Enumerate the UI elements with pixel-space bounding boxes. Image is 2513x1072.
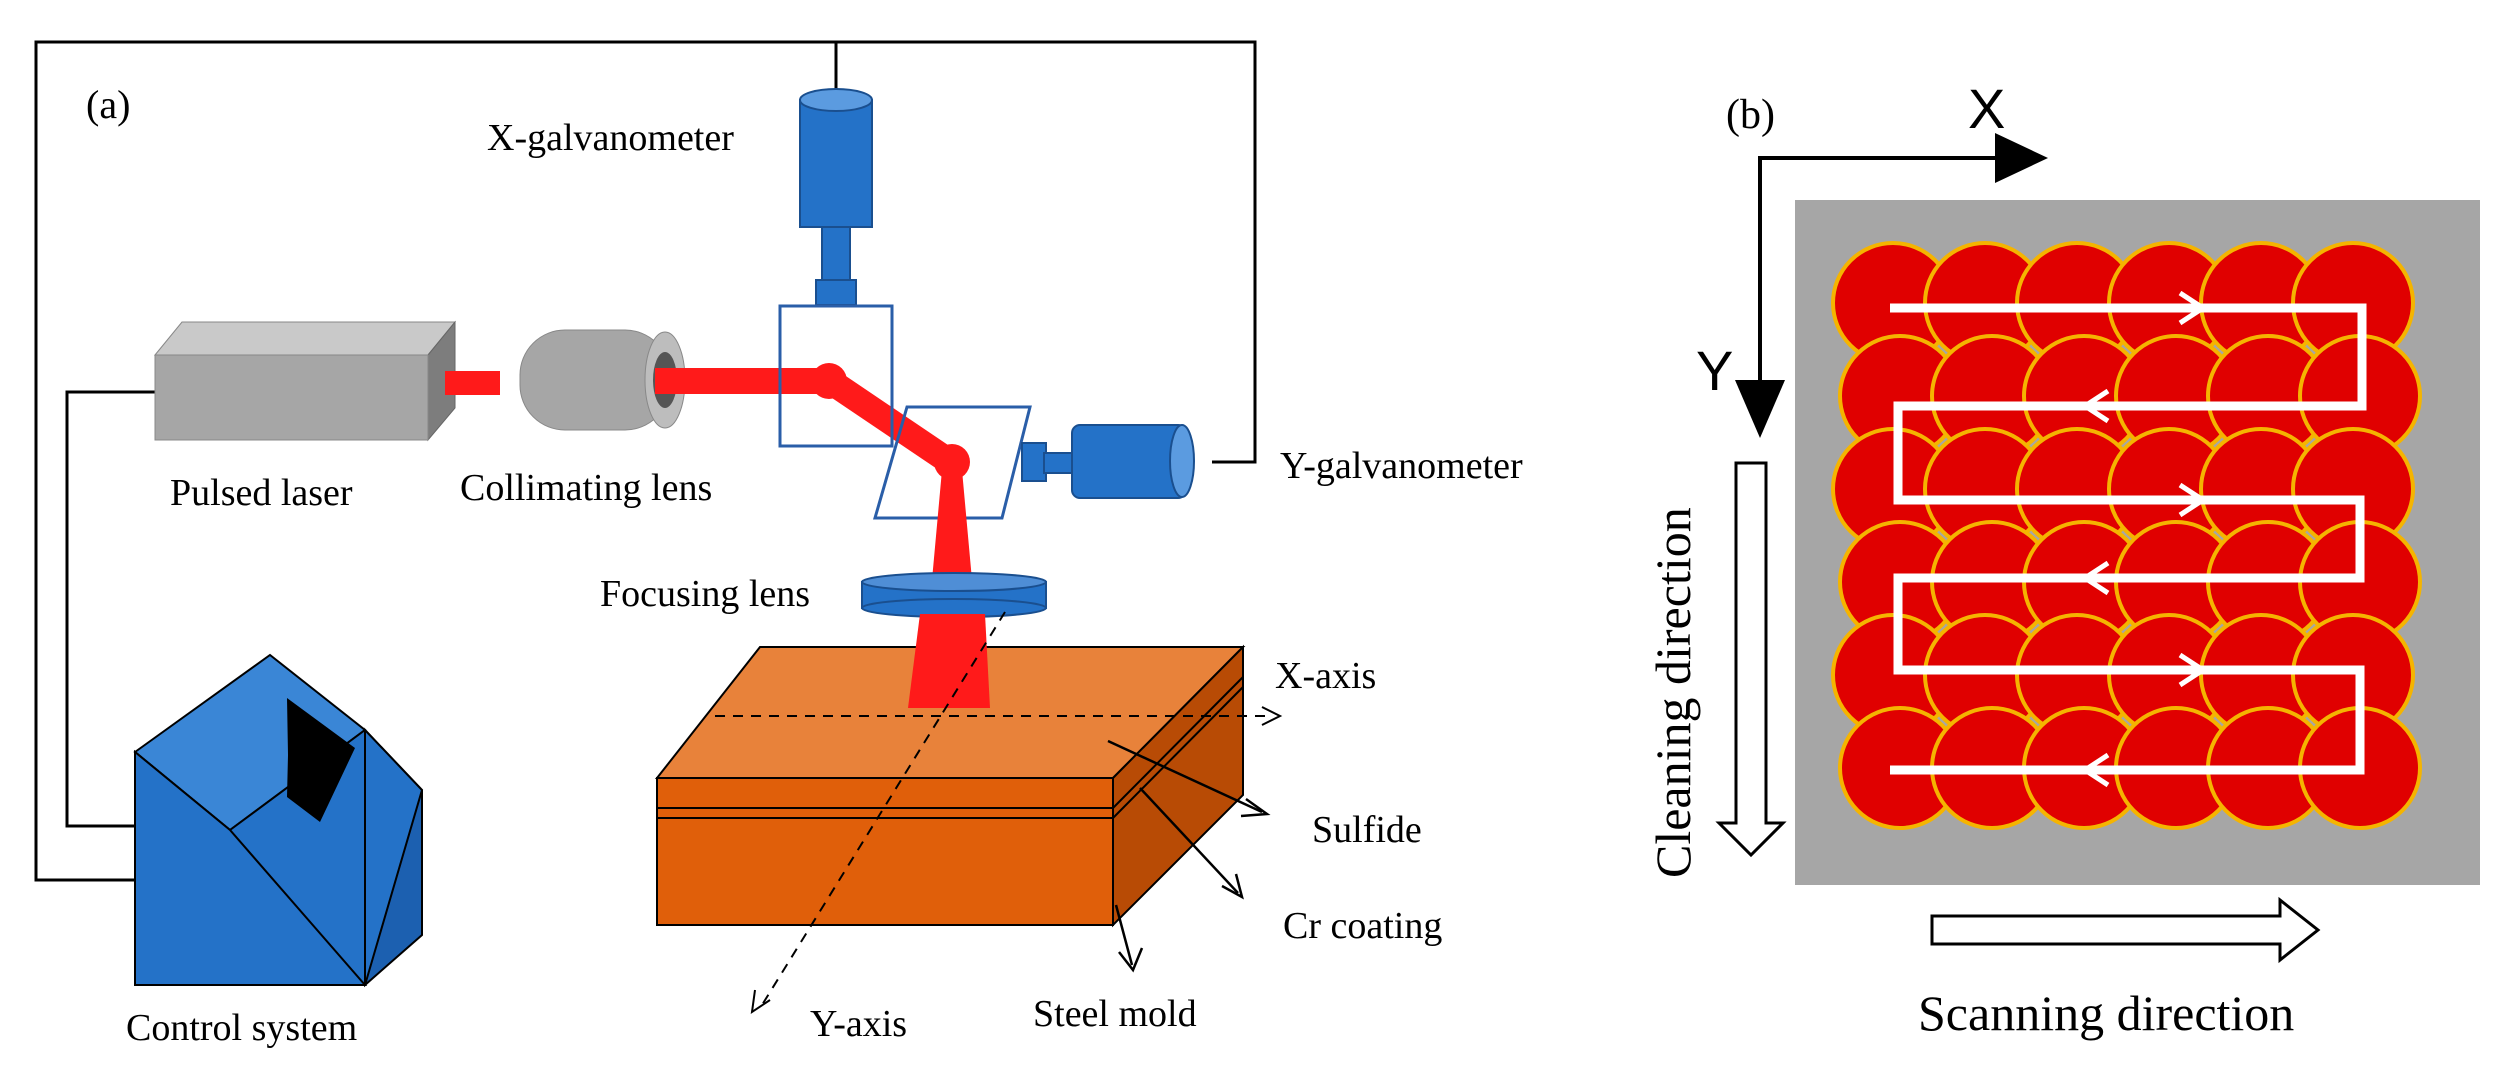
control-system <box>133 653 424 988</box>
sulfide-leader <box>1107 739 1271 818</box>
scan-arrow-left <box>2080 560 2110 596</box>
control-wire-inner <box>65 390 160 828</box>
panel-a: (a) Pulsed laser Collimating lens <box>34 40 1523 1049</box>
scan-path-arrows <box>2080 290 2208 788</box>
scan-arrow-left <box>2080 752 2110 788</box>
pulsed-laser-label: Pulsed laser <box>170 472 353 514</box>
mirror-spot-1 <box>811 363 847 399</box>
laser-beam-segment-3 <box>822 370 958 473</box>
x-galvanometer-label: X-galvanometer <box>487 117 734 159</box>
b-x-axis-arrowhead <box>1995 133 2048 183</box>
y-galvanometer <box>1021 424 1195 499</box>
cleaning-direction-label: Cleaning direction <box>1645 507 1701 878</box>
cleaning-direction-arrow <box>1715 461 1787 858</box>
laser-beam-converging <box>932 470 972 580</box>
control-system-label: Control system <box>126 1007 357 1049</box>
x-mirror-frame <box>778 304 894 448</box>
steel-mold-leader <box>1114 904 1144 973</box>
steel-mold-label: Steel mold <box>1033 993 1197 1035</box>
scan-arrow-right <box>2178 482 2208 518</box>
scan-arrow-right <box>2178 652 2208 688</box>
control-wire-outer <box>34 40 1257 882</box>
cr-coating-leader <box>1139 787 1244 900</box>
cr-coating-label: Cr coating <box>1283 905 1442 947</box>
scan-path <box>1890 303 2367 775</box>
panel-b: (b) X Y Cleaning direction Scanning dir <box>1645 77 2480 1041</box>
b-x-axis-label: X <box>1968 77 2005 140</box>
b-y-axis-arrowhead <box>1735 380 1785 438</box>
focusing-lens-label: Focusing lens <box>600 573 810 615</box>
scanning-direction-arrow <box>1930 896 2321 964</box>
panel-b-tag: (b) <box>1726 92 1775 138</box>
scan-arrow-right <box>2178 290 2208 326</box>
b-y-axis-label: Y <box>1696 339 1733 402</box>
laser-beam-segment-1 <box>445 371 500 395</box>
collimating-lens-label: Collimating lens <box>460 467 712 509</box>
x-galvanometer <box>799 88 873 306</box>
focusing-lens <box>861 572 1047 618</box>
sulfide-label: Sulfide <box>1312 809 1422 851</box>
scanning-direction-label: Scanning direction <box>1918 985 2294 1041</box>
scan-arrow-left <box>2080 388 2110 424</box>
x-axis-label: X-axis <box>1275 655 1376 697</box>
pulsed-laser <box>153 320 457 442</box>
y-axis-arrowhead <box>750 989 771 1015</box>
y-axis-line <box>761 611 1006 1006</box>
panel-a-tag: (a) <box>86 82 130 127</box>
x-axis-arrowhead <box>1261 706 1283 726</box>
y-axis-label: Y-axis <box>810 1003 907 1045</box>
monitor-screen <box>287 698 355 822</box>
y-galvanometer-label: Y-galvanometer <box>1280 445 1523 487</box>
laser-beam-focused <box>908 614 990 708</box>
y-mirror-frame <box>873 405 1032 520</box>
